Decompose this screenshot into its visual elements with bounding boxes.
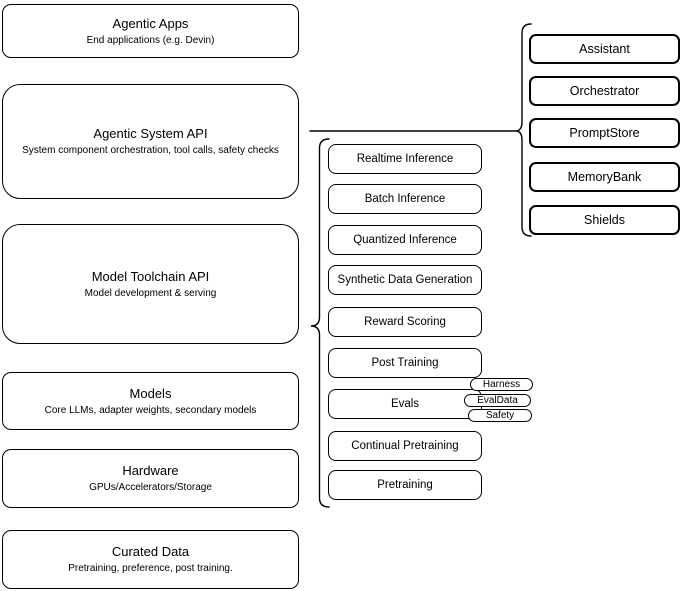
node-label: PromptStore (569, 126, 640, 140)
layer-agentic-apps: Agentic Apps End applications (e.g. Devi… (2, 4, 299, 58)
pill-label: Harness (482, 379, 521, 390)
node-label: Assistant (579, 42, 630, 56)
pill-safety: Safety (468, 409, 532, 422)
node-continual-pretraining: Continual Pretraining (328, 431, 482, 461)
layer-title: Model Toolchain API (91, 268, 210, 284)
pill-label: EvalData (477, 395, 518, 406)
node-shields: Shields (529, 205, 680, 235)
node-promptstore: PromptStore (529, 118, 680, 148)
layer-title: Hardware (122, 463, 179, 478)
node-post-training: Post Training (328, 348, 482, 378)
node-label: Orchestrator (569, 84, 640, 98)
node-quantized-inference: Quantized Inference (328, 225, 482, 255)
layer-model-toolchain-api: Model Toolchain API Model development & … (2, 224, 299, 344)
node-label: Pretraining (377, 479, 433, 491)
pill-harness: Harness (470, 378, 533, 391)
layer-title: Agentic Apps (112, 15, 189, 31)
node-realtime-inference: Realtime Inference (328, 144, 482, 174)
layer-subtitle: Pretraining, preference, post training. (68, 563, 233, 574)
layer-subtitle: System component orchestration, tool cal… (22, 145, 279, 156)
layer-title: Agentic System API (93, 126, 208, 141)
node-evals: Evals (328, 389, 482, 419)
layer-subtitle: End applications (e.g. Devin) (86, 34, 215, 46)
node-label: MemoryBank (567, 170, 642, 184)
layer-agentic-system-api: Agentic System API System component orch… (2, 84, 299, 199)
layer-title: Curated Data (111, 544, 190, 559)
node-label: Realtime Inference (356, 153, 454, 165)
node-label: Post Training (371, 357, 439, 369)
node-assistant: Assistant (529, 34, 680, 64)
pill-evaldata: EvalData (464, 394, 531, 407)
node-orchestrator: Orchestrator (529, 76, 680, 106)
layer-hardware: Hardware GPUs/Accelerators/Storage (2, 449, 299, 508)
node-label: Quantized Inference (353, 234, 457, 246)
node-label: Evals (390, 398, 420, 410)
node-synthetic-data-generation: Synthetic Data Generation (328, 265, 482, 295)
layer-subtitle: Model development & serving (84, 287, 217, 299)
pill-label: Safety (485, 410, 515, 421)
layer-subtitle: GPUs/Accelerators/Storage (89, 482, 212, 493)
node-pretraining: Pretraining (328, 470, 482, 500)
layer-models: Models Core LLMs, adapter weights, secon… (2, 372, 299, 430)
toolchain-bracket (310, 138, 330, 508)
node-label: Batch Inference (364, 193, 446, 205)
layer-title: Models (129, 385, 172, 401)
node-label: Reward Scoring (364, 316, 446, 328)
node-batch-inference: Batch Inference (328, 184, 482, 214)
node-label: Continual Pretraining (351, 440, 459, 452)
node-reward-scoring: Reward Scoring (328, 307, 482, 337)
node-label: Shields (584, 213, 625, 227)
layer-subtitle: Core LLMs, adapter weights, secondary mo… (44, 404, 257, 416)
node-label: Synthetic Data Generation (337, 274, 473, 286)
layer-curated-data: Curated Data Pretraining, preference, po… (2, 530, 299, 589)
node-memorybank: MemoryBank (529, 162, 680, 192)
